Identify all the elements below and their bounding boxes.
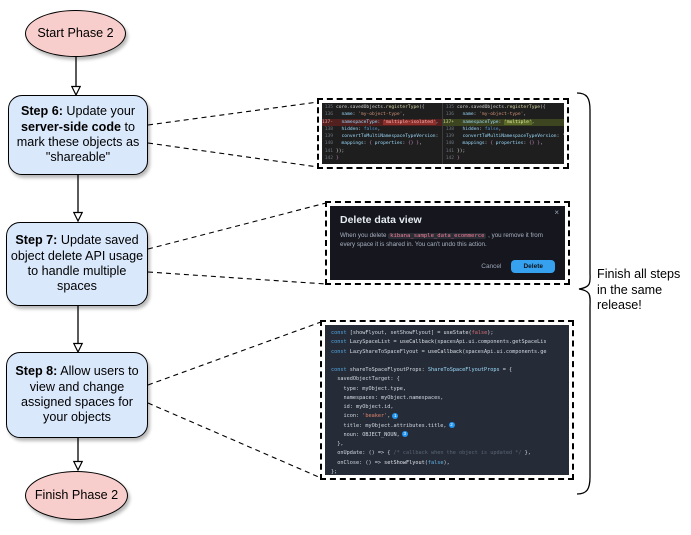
dialog-actions: Cancel Delete: [481, 260, 555, 273]
step8-label: Step 8: Allow users to view and change a…: [15, 364, 139, 425]
dialog-body: When you delete kibana_sample_data_ecomm…: [340, 232, 543, 248]
flow-arrow-icon: [75, 57, 79, 462]
delete-dialog-panel: × Delete data view When you delete kiban…: [325, 201, 570, 285]
index-name-code: kibana_sample_data_ecommerce: [388, 233, 487, 239]
delete-button[interactable]: Delete: [511, 260, 555, 273]
callout-dashed-line: [147, 101, 327, 479]
brace-note: Finish all steps in the same release!: [597, 267, 681, 313]
dialog-title: Delete data view: [340, 214, 422, 226]
flyout-code-panel: const [showFlyout, setShowFlyout] = useS…: [320, 320, 574, 480]
curly-brace: [576, 92, 591, 495]
start-node: Start Phase 2: [25, 10, 126, 57]
step6-label: Step 6: Update your server-side code to …: [16, 104, 140, 165]
code-editor: const [showFlyout, setShowFlyout] = useS…: [325, 325, 569, 475]
step7-node: Step 7: Update saved object delete API u…: [6, 222, 148, 306]
arrowhead-icon: [70, 85, 84, 472]
step6-node: Step 6: Update your server-side code to …: [8, 95, 148, 175]
delete-dialog: × Delete data view When you delete kiban…: [330, 206, 565, 280]
step8-node: Step 8: Allow users to view and change a…: [6, 352, 148, 438]
finish-node: Finish Phase 2: [25, 471, 128, 520]
close-icon[interactable]: ×: [554, 208, 559, 217]
step-number-badge: 2: [448, 422, 455, 428]
step-number-badge: 1: [392, 412, 399, 419]
finish-label: Finish Phase 2: [34, 487, 119, 502]
start-label: Start Phase 2: [37, 25, 114, 40]
step7-label: Step 7: Update saved object delete API u…: [10, 233, 144, 294]
step-number-badge: 3: [401, 431, 408, 438]
cancel-button[interactable]: Cancel: [481, 263, 502, 270]
